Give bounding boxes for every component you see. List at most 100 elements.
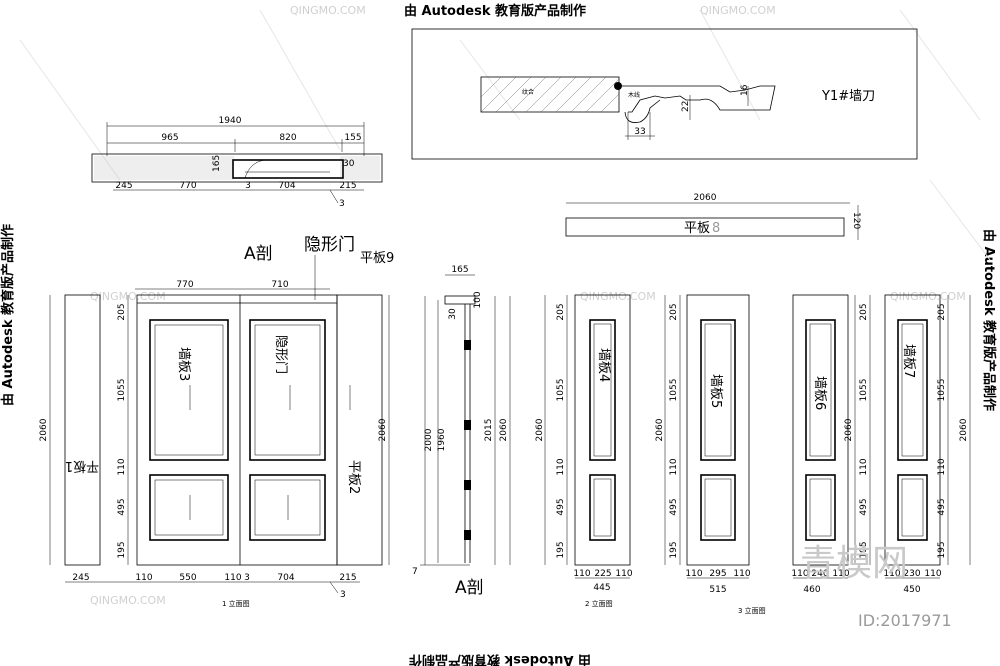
svg-text:3: 3 bbox=[244, 573, 250, 583]
image-id: ID:2017971 bbox=[858, 611, 952, 630]
section-bottom: 7 bbox=[412, 567, 418, 577]
plan-dim-770: 770 bbox=[179, 181, 196, 191]
elev4-dims: 205 1055 110 495 195 2060 bbox=[937, 303, 969, 558]
elev3-dims-b: 205 1055 110 495 195 2060 bbox=[844, 303, 869, 558]
plan-dim-155: 155 bbox=[344, 133, 361, 143]
watermark-bottom: 由 Autodesk 教育版产品制作 bbox=[409, 652, 591, 666]
elevation-4: 墙板7 205 1055 110 495 195 2060 110 230 11… bbox=[883, 294, 971, 595]
watermark-left: 由 Autodesk 教育版产品制作 bbox=[0, 224, 16, 406]
svg-text:495: 495 bbox=[556, 498, 566, 515]
section-inner-100: 100 bbox=[473, 291, 483, 308]
svg-text:QINGMO.COM: QINGMO.COM bbox=[90, 594, 166, 607]
svg-text:2060: 2060 bbox=[959, 418, 969, 441]
plan-dim-245: 245 bbox=[115, 181, 132, 191]
svg-text:1055: 1055 bbox=[669, 379, 679, 402]
svg-text:205: 205 bbox=[556, 303, 566, 320]
svg-text:QINGMO.COM: QINGMO.COM bbox=[290, 4, 366, 17]
profile-tag-2: 木线 bbox=[628, 91, 640, 99]
elev1-caption: 1 立面图 bbox=[222, 599, 250, 608]
elev2-caption: 2 立面图 bbox=[585, 599, 613, 608]
svg-text:195: 195 bbox=[669, 541, 679, 558]
svg-text:205: 205 bbox=[859, 303, 869, 320]
flat8-num: 8 bbox=[712, 221, 720, 236]
plan-dim-1940: 1940 bbox=[219, 116, 242, 126]
svg-text:1055: 1055 bbox=[117, 379, 127, 402]
flat8-height: 120 bbox=[851, 212, 861, 229]
elev1-flat2: 平板2 bbox=[346, 460, 361, 494]
svg-text:230: 230 bbox=[903, 569, 920, 579]
site-logo: 青模网 bbox=[800, 543, 908, 584]
svg-text:495: 495 bbox=[669, 498, 679, 515]
plan-dim-215: 215 bbox=[339, 181, 356, 191]
svg-text:110: 110 bbox=[832, 569, 849, 579]
svg-text:704: 704 bbox=[277, 573, 294, 583]
plan-dim-3: 3 bbox=[245, 181, 251, 191]
flat8-length: 2060 bbox=[694, 193, 717, 203]
section-label: A剖 bbox=[455, 578, 484, 598]
svg-text:110: 110 bbox=[924, 569, 941, 579]
svg-text:1055: 1055 bbox=[859, 379, 869, 402]
svg-text:495: 495 bbox=[937, 498, 947, 515]
elev1-dim-710: 710 bbox=[271, 280, 288, 290]
elev1-overall: 2060 bbox=[39, 418, 49, 441]
svg-text:205: 205 bbox=[117, 303, 127, 320]
svg-text:2060: 2060 bbox=[535, 418, 545, 441]
profile-dim-22: 22 bbox=[681, 101, 691, 112]
elev1-left-dims: 205 1055 110 495 195 bbox=[117, 303, 127, 558]
svg-text:110: 110 bbox=[733, 569, 750, 579]
svg-text:110: 110 bbox=[859, 458, 869, 475]
background-lines bbox=[19, 9, 991, 261]
svg-text:QINGMO.COM: QINGMO.COM bbox=[890, 290, 966, 303]
svg-text:205: 205 bbox=[669, 303, 679, 320]
elev3-dims-a: 205 1055 110 495 195 2060 bbox=[655, 303, 679, 558]
svg-text:195: 195 bbox=[117, 541, 127, 558]
flat-panel-8: 2060 平板 8 120 bbox=[565, 193, 861, 240]
svg-text:550: 550 bbox=[179, 573, 196, 583]
plan-dim-165: 165 bbox=[212, 155, 222, 172]
watermark-right: 由 Autodesk 教育版产品制作 bbox=[981, 229, 997, 411]
elevation-3: 墙板5 205 1055 110 495 195 2060 110 295 11… bbox=[655, 294, 871, 615]
section-top: 165 bbox=[451, 265, 468, 275]
svg-text:1055: 1055 bbox=[937, 379, 947, 402]
profile-detail: 16 22 33 纹合 木线 Y1#墙刀 bbox=[411, 28, 918, 160]
elev3-caption: 3 立面图 bbox=[738, 606, 766, 615]
faint-marks: QINGMO.COM QINGMO.COM QINGMO.COM QINGMO.… bbox=[90, 4, 966, 607]
svg-text:110: 110 bbox=[556, 458, 566, 475]
section-r-2015: 2015 bbox=[484, 419, 494, 442]
elev1-right-overall: 2060 bbox=[378, 418, 388, 441]
elev1-bottom-dims: 245 110 550 110 3 704 215 bbox=[72, 573, 356, 583]
svg-text:110: 110 bbox=[224, 573, 241, 583]
elev1-callout: 3 bbox=[340, 590, 346, 600]
elev1-section-label: A剖 bbox=[244, 244, 273, 264]
section-h-1960: 1960 bbox=[437, 428, 447, 451]
section-inner-30: 30 bbox=[448, 308, 458, 320]
svg-text:110: 110 bbox=[573, 569, 590, 579]
flat8-label: 平板 bbox=[684, 221, 710, 236]
elev1-panel-left: 墙板3 bbox=[176, 347, 191, 381]
svg-text:195: 195 bbox=[556, 541, 566, 558]
elev2-dims: 205 1055 110 495 195 2060 bbox=[535, 303, 566, 558]
plan-dim-820: 820 bbox=[279, 133, 296, 143]
elevation-1: A剖 隐形门 平板9 770 710 平板1 墙板3 隐形门 平板2 bbox=[39, 235, 394, 608]
watermark-top: 由 Autodesk 教育版产品制作 bbox=[404, 3, 586, 19]
svg-text:240: 240 bbox=[811, 569, 828, 579]
svg-text:495: 495 bbox=[859, 498, 869, 515]
svg-text:110: 110 bbox=[669, 458, 679, 475]
svg-text:110: 110 bbox=[135, 573, 152, 583]
elev1-flat9: 平板9 bbox=[360, 251, 394, 266]
svg-text:195: 195 bbox=[937, 541, 947, 558]
elev4-total: 450 bbox=[903, 585, 920, 595]
svg-text:1055: 1055 bbox=[556, 379, 566, 402]
svg-text:110: 110 bbox=[937, 458, 947, 475]
svg-text:225: 225 bbox=[594, 569, 611, 579]
elev3-total-b: 460 bbox=[803, 585, 820, 595]
svg-text:110: 110 bbox=[615, 569, 632, 579]
svg-text:495: 495 bbox=[117, 498, 127, 515]
profile-dim-33: 33 bbox=[634, 127, 645, 137]
section-a: 165 2000 1960 100 30 2015 2060 7 A剖 bbox=[412, 265, 511, 598]
plan-dim-965: 965 bbox=[161, 133, 178, 143]
plan-callout: 3 bbox=[339, 199, 345, 209]
elev3-panel-a: 墙板5 bbox=[708, 374, 723, 408]
svg-text:295: 295 bbox=[709, 569, 726, 579]
elev1-flat1: 平板1 bbox=[65, 458, 99, 473]
